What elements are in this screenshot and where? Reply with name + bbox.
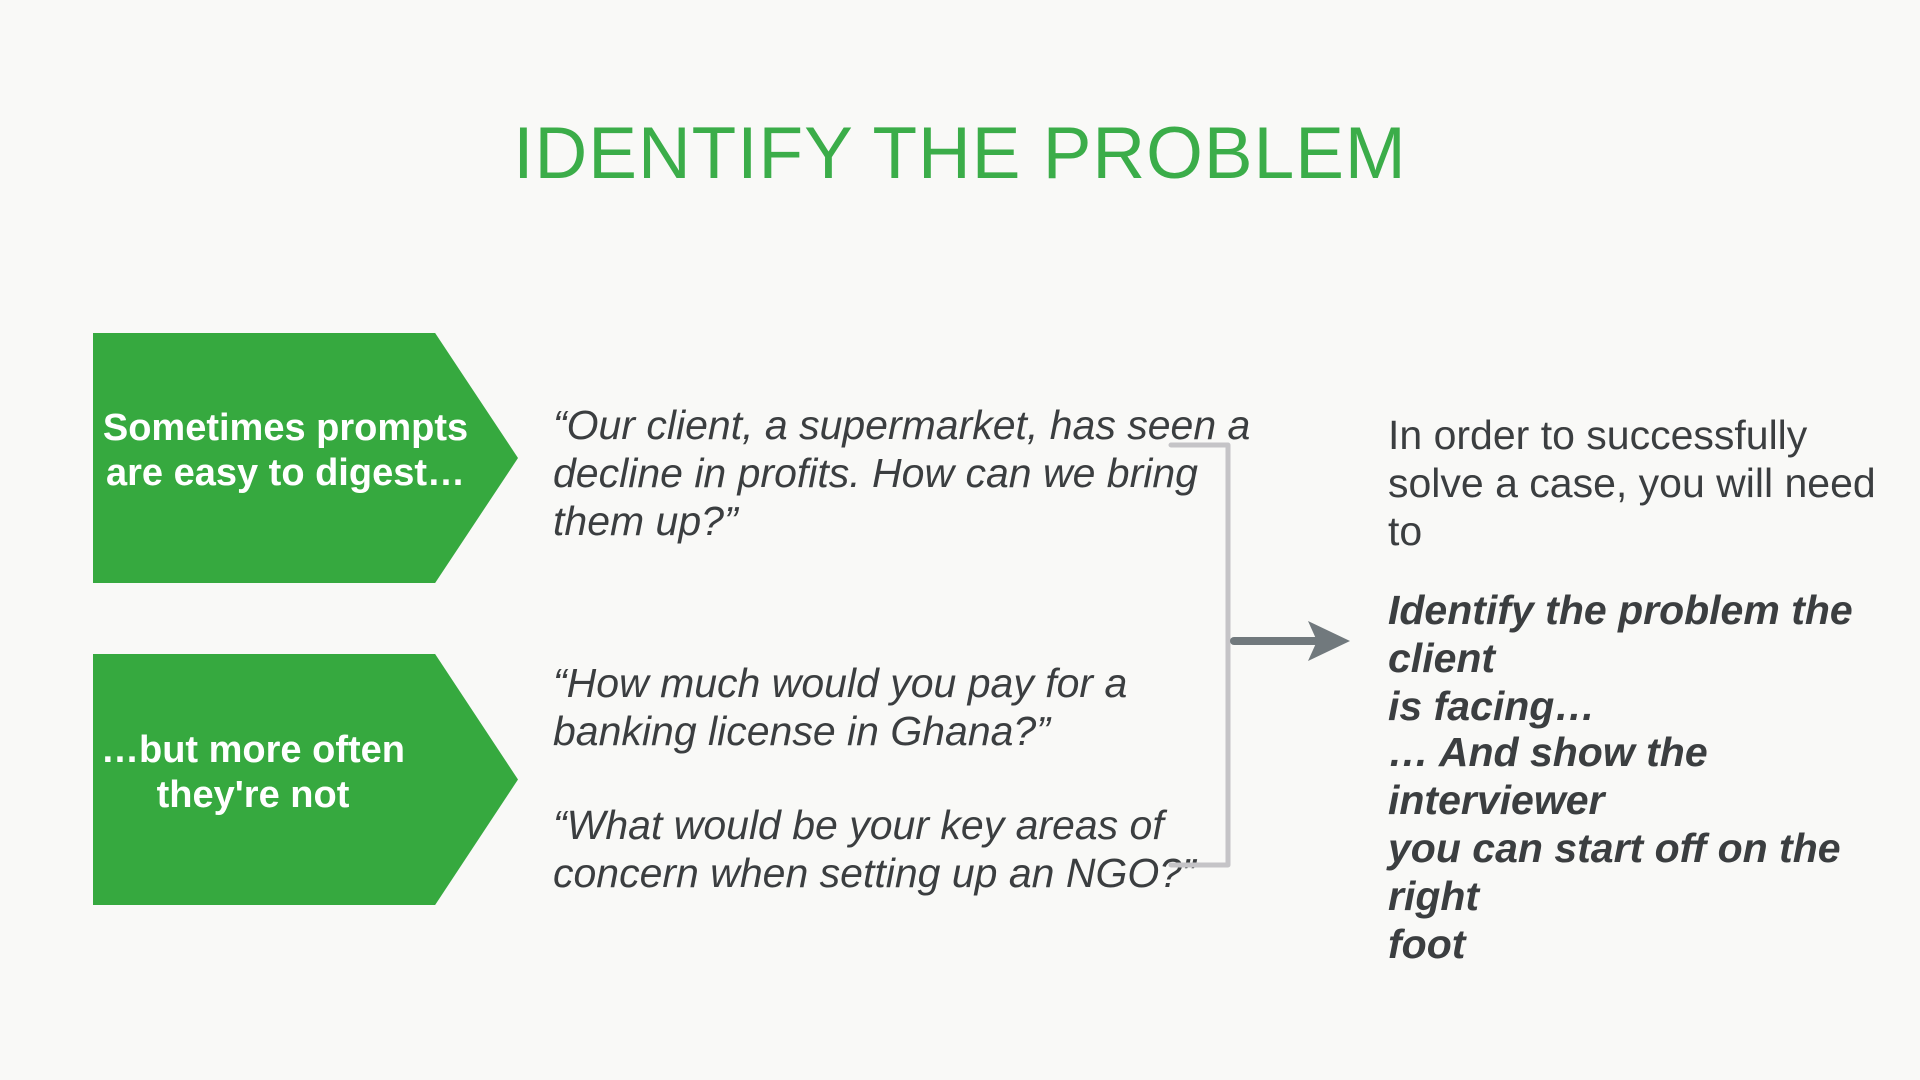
conclusion-point-show-interviewer: … And show the interviewer you can start… <box>1388 729 1841 967</box>
grouping-bracket <box>1168 442 1231 868</box>
conclusion-point-identify: Identify the problem the client is facin… <box>1388 587 1853 729</box>
slide-title: IDENTIFY THE PROBLEM <box>513 113 1407 194</box>
prompt-box-easy: Sometimes prompts are easy to digest… <box>93 333 518 583</box>
prompt-box-hard-label: …but more often they're not <box>101 728 405 816</box>
prompt-box-hard: …but more often they're not <box>93 654 518 905</box>
prompt-box-easy-label: Sometimes prompts are easy to digest… <box>102 407 469 494</box>
bracket-arrow-graphic <box>1168 442 1350 868</box>
right-arrow-icon <box>1308 621 1350 661</box>
case-quote-supermarket: “Our client, a supermarket, has seen a d… <box>553 402 1251 544</box>
conclusion-intro: In order to successfully solve a case, y… <box>1388 412 1876 554</box>
case-quote-banking-license: “How much would you pay for a banking li… <box>553 660 1128 754</box>
case-quote-ngo: “What would be your key areas of concern… <box>553 802 1196 896</box>
